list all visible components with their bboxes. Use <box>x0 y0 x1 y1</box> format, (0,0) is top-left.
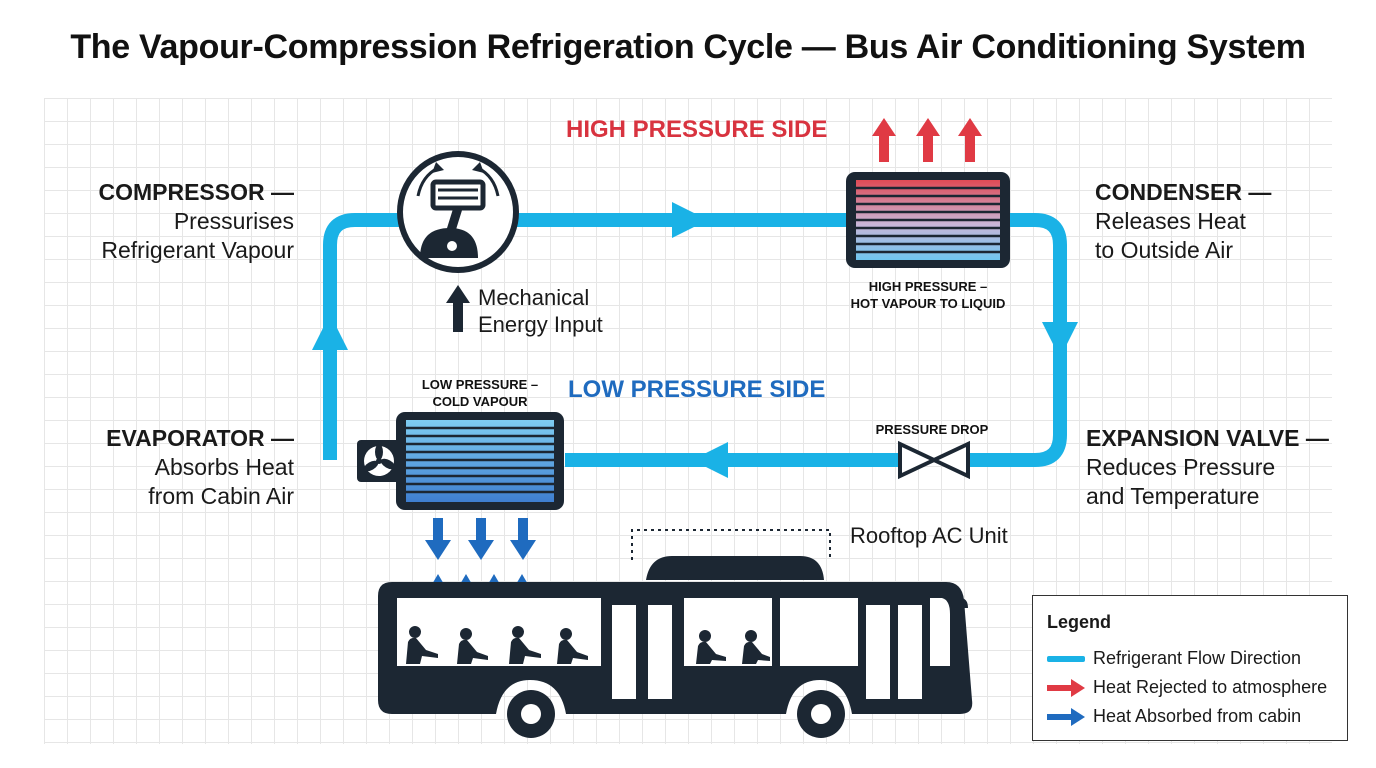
flow-arrow-left <box>692 442 728 478</box>
flow-arrow-up <box>312 314 348 350</box>
heat-rejected-arrows <box>872 118 982 162</box>
grid-background <box>44 98 1332 744</box>
pressure-drop-caption: PRESSURE DROP <box>875 422 989 437</box>
condenser-desc-2: to Outside Air <box>1095 237 1234 263</box>
high-pressure-side-label: HIGH PRESSURE SIDE <box>566 116 828 143</box>
evaporator-state-caption: LOW PRESSURE – COLD VAPOUR <box>380 376 580 410</box>
bus-silhouette <box>378 556 973 738</box>
legend: Legend Refrigerant Flow Direction Heat R… <box>1032 595 1348 741</box>
condenser-label: CONDENSER — Releases Heat to Outside Air <box>1095 178 1335 265</box>
expansion-valve-desc-1: Reduces Pressure <box>1086 454 1276 480</box>
compressor-icon <box>397 151 519 273</box>
page-title: The Vapour-Compression Refrigeration Cyc… <box>70 28 1306 66</box>
mechanical-line-1: Mechanical <box>478 285 590 310</box>
evaporator-label: EVAPORATOR — Absorbs Heat from Cabin Air <box>60 424 294 511</box>
rooftop-ac-label: Rooftop AC Unit <box>850 523 1008 548</box>
red-arrow-icon <box>1047 678 1085 697</box>
pipe-evap-to-compressor <box>323 213 410 460</box>
legend-label-heat-rejected: Heat Rejected to atmosphere <box>1093 677 1328 697</box>
legend-label-heat-absorbed: Heat Absorbed from cabin <box>1093 706 1302 726</box>
evaporator-desc-2: from Cabin Air <box>148 483 294 509</box>
condenser-state-caption: HIGH PRESSURE – HOT VAPOUR TO LIQUID <box>828 278 1028 312</box>
legend-item-heat-absorbed: Heat Absorbed from cabin <box>1047 706 1301 727</box>
fan-icon <box>363 444 396 472</box>
condenser-state-2: HOT VAPOUR TO LIQUID <box>850 296 1006 311</box>
mechanical-line-2: Energy Input <box>478 312 603 337</box>
refrigerant-line-icon <box>1047 655 1085 662</box>
compressor-name: COMPRESSOR — <box>98 179 294 205</box>
expansion-valve-label: EXPANSION VALVE — Reduces Pressure and T… <box>1086 424 1346 511</box>
evaporator-name: EVAPORATOR — <box>106 425 294 451</box>
flow-arrow-right <box>672 202 708 238</box>
evaporator-state-1: LOW PRESSURE – <box>421 377 539 392</box>
legend-item-heat-rejected: Heat Rejected to atmosphere <box>1047 677 1327 698</box>
mechanical-input-label: Mechanical Energy Input <box>478 284 603 338</box>
passenger-icons <box>406 626 770 664</box>
legend-title: Legend <box>1047 612 1112 632</box>
mechanical-input-arrow <box>446 285 470 332</box>
condenser-state-1: HIGH PRESSURE – <box>868 279 988 294</box>
compressor-label: COMPRESSOR — Pressurises Refrigerant Vap… <box>60 178 294 265</box>
expansion-valve-icon <box>898 440 970 480</box>
rooftop-bracket <box>631 529 831 560</box>
legend-item-refrigerant: Refrigerant Flow Direction <box>1047 648 1301 669</box>
condenser-name: CONDENSER — <box>1095 179 1272 205</box>
heat-absorbed-arrows <box>425 518 536 560</box>
blue-arrow-icon <box>1047 707 1085 726</box>
low-pressure-side-label: LOW PRESSURE SIDE <box>568 376 826 403</box>
flow-arrows <box>312 202 1078 478</box>
expansion-valve-name: EXPANSION VALVE — <box>1086 425 1329 451</box>
evaporator-desc-1: Absorbs Heat <box>154 454 294 480</box>
flow-arrow-down <box>1042 322 1078 358</box>
compressor-desc-2: Refrigerant Vapour <box>101 237 294 263</box>
condenser-unit <box>846 172 1010 268</box>
expansion-valve-desc-2: and Temperature <box>1086 483 1260 509</box>
evaporator-state-2: COLD VAPOUR <box>432 394 528 409</box>
legend-label-refrigerant: Refrigerant Flow Direction <box>1093 648 1302 668</box>
compressor-desc-1: Pressurises <box>173 208 294 234</box>
evaporator-unit <box>357 412 564 510</box>
condenser-desc-1: Releases Heat <box>1095 208 1246 234</box>
